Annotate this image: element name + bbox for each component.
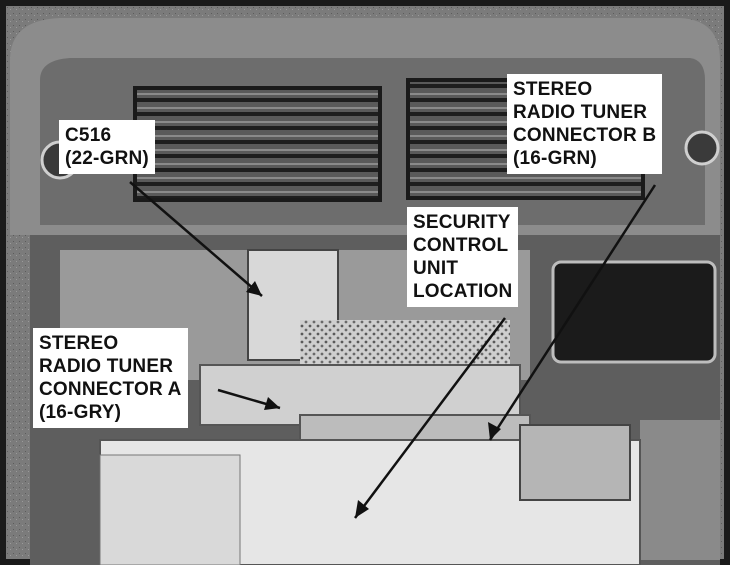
security-unit-arrowhead xyxy=(355,500,369,518)
right-trim-panel xyxy=(640,420,720,560)
connector-a-arrowhead xyxy=(264,397,280,410)
c516-leader xyxy=(129,181,263,297)
display-opening xyxy=(551,260,717,364)
security-unit-label-line: UNIT xyxy=(413,258,459,279)
connector-b-label: STEREO RADIO TUNER CONNECTOR B (16-GRN) xyxy=(507,74,663,174)
security-unit-label-line: LOCATION xyxy=(413,281,513,302)
connector-b-label-line: CONNECTOR B xyxy=(513,125,657,146)
connector-b-label-line: (16-GRN) xyxy=(513,148,597,169)
right-vent-knob xyxy=(684,130,720,166)
c516-label-line: (22-GRN) xyxy=(65,148,149,169)
connector-a-label-line: RADIO TUNER xyxy=(39,356,174,377)
connector-a-label-line: STEREO xyxy=(39,333,119,354)
connector-b-label-line: STEREO xyxy=(513,79,593,100)
connector-a-label-line: (16-GRY) xyxy=(39,402,122,423)
connector-a-label-line: CONNECTOR A xyxy=(39,379,182,400)
chassis-side-plate xyxy=(99,454,241,565)
c516-arrowhead xyxy=(246,281,262,296)
left-air-vent xyxy=(133,86,382,202)
c516-label: C516 (22-GRN) xyxy=(59,120,155,174)
connector-b-arrowhead xyxy=(488,422,501,440)
connector-b-label-line: RADIO TUNER xyxy=(513,102,648,123)
antenna-bracket xyxy=(519,424,631,501)
security-unit-label-line: CONTROL xyxy=(413,235,509,256)
security-unit-label: SECURITY CONTROL UNIT LOCATION xyxy=(407,207,519,307)
connector-b-leader xyxy=(488,184,657,441)
c516-label-line: C516 xyxy=(65,125,112,146)
arrowheads xyxy=(246,281,501,518)
security-unit-label-line: SECURITY xyxy=(413,212,511,233)
security-unit-leader xyxy=(354,317,506,519)
connector-a-label: STEREO RADIO TUNER CONNECTOR A (16-GRY) xyxy=(33,328,188,428)
